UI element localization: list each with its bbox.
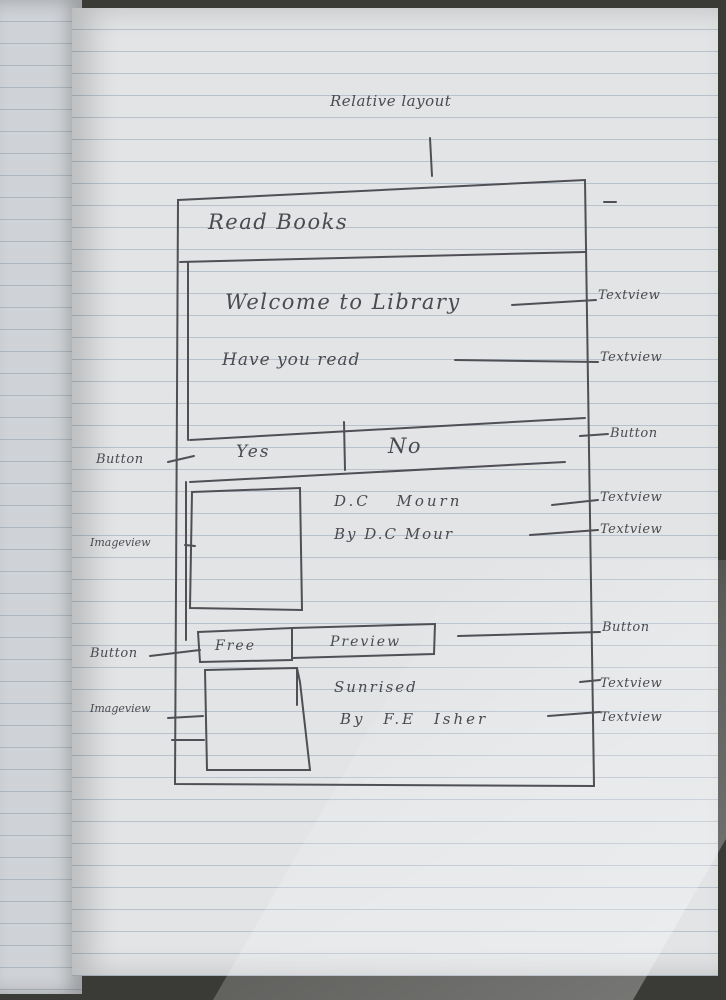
left-page (0, 0, 82, 994)
annotation-imageview-2: Imageview (90, 702, 151, 715)
preview-button[interactable]: Preview (330, 634, 402, 650)
connector-button-left-1 (167, 455, 195, 463)
yes-button[interactable]: Yes (236, 442, 271, 462)
book-2-author: By F.E Isher (340, 710, 489, 728)
annotation-textview-2: Textview (600, 350, 663, 365)
outer-frame (173, 178, 596, 788)
connector-button-right-1 (579, 433, 609, 437)
imageview-2-box (203, 666, 312, 771)
header-divider (179, 251, 586, 263)
annotation-button-left-1: Button (96, 452, 144, 467)
annotation-textview-4: Textview (600, 522, 663, 537)
annotation-textview-6: Textview (600, 710, 663, 725)
annotation-button-right-1: Button (610, 426, 658, 441)
connector-textview-6 (547, 711, 601, 717)
connector-textview-4 (529, 529, 599, 536)
button-divider (343, 421, 346, 471)
annotation-textview-5: Textview (600, 676, 663, 691)
free-button[interactable]: Free (215, 638, 256, 654)
preview-button-box (291, 622, 437, 659)
annotation-imageview-1: Imageview (90, 536, 151, 549)
book-1-author: By D.C Mour (334, 525, 454, 543)
annotation-textview-1: Textview (598, 288, 661, 303)
no-button[interactable]: No (388, 434, 423, 458)
connector-button-left-2 (149, 649, 201, 657)
connector-textview-1 (511, 299, 597, 306)
connector-textview-5 (579, 679, 601, 683)
free-button-box (196, 626, 293, 664)
button-row-bottom (189, 461, 566, 483)
header-text: Read Books (208, 210, 349, 234)
question-text: Have you read (222, 350, 361, 370)
connector-textview-2 (454, 359, 599, 363)
connector-imageview-1 (184, 544, 196, 547)
book-2-title: Sunrised (334, 678, 418, 696)
annotation-textview-3: Textview (600, 490, 663, 505)
notebook-page (72, 8, 718, 976)
button-row-top (189, 417, 586, 441)
imageview-1-box (188, 486, 304, 612)
annotation-button-right-2: Button (602, 620, 650, 635)
root-connector (429, 137, 433, 177)
connector-button-right-2 (457, 631, 601, 637)
welcome-text: Welcome to Library (225, 290, 461, 314)
connector-textview-3 (551, 499, 599, 506)
annotation-button-left-2: Button (90, 646, 138, 661)
connector-imageview-2 (167, 715, 204, 719)
root-layout-label: Relative layout (330, 92, 452, 110)
book-1-title: D.C Mourn (334, 492, 463, 510)
